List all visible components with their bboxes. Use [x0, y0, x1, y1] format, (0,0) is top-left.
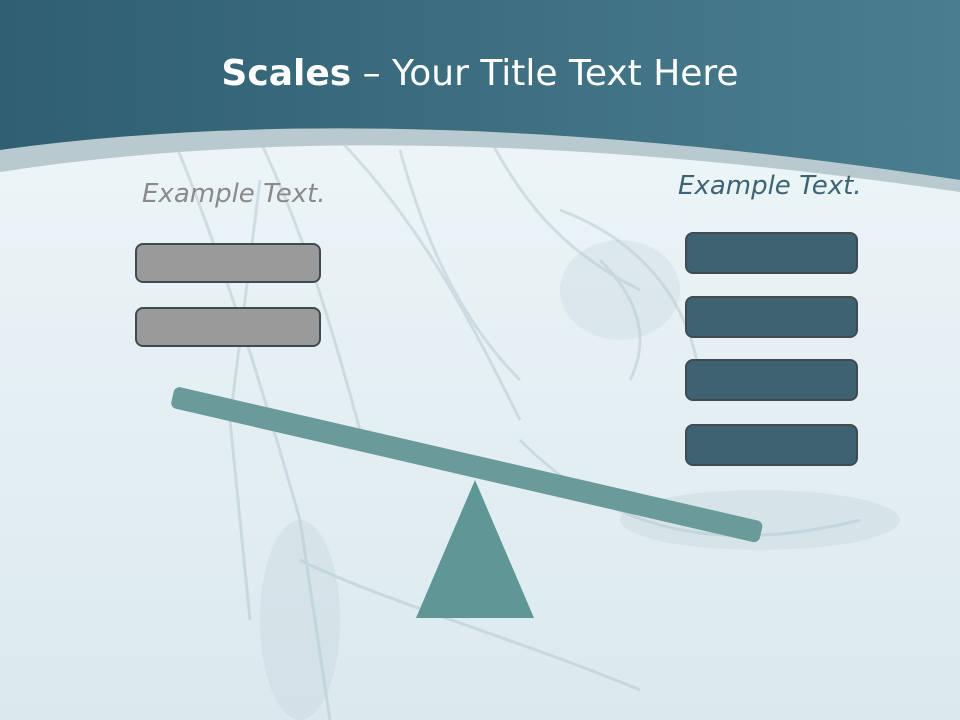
- right-box-1: [685, 232, 858, 274]
- right-caption: Example Text.: [678, 171, 862, 201]
- title-rest: – Your Title Text Here: [351, 53, 739, 94]
- header-arc: [0, 128, 960, 192]
- title-bold: Scales: [221, 53, 352, 94]
- left-box-2: [135, 307, 321, 347]
- right-box-4: [685, 424, 858, 466]
- right-box-3: [685, 359, 858, 401]
- left-caption: Example Text.: [142, 179, 326, 209]
- scale-fulcrum: [416, 480, 534, 618]
- header-band: [0, 0, 960, 180]
- right-box-2: [685, 296, 858, 338]
- slide-title: Scales – Your Title Text Here: [0, 52, 960, 96]
- left-box-1: [135, 243, 321, 283]
